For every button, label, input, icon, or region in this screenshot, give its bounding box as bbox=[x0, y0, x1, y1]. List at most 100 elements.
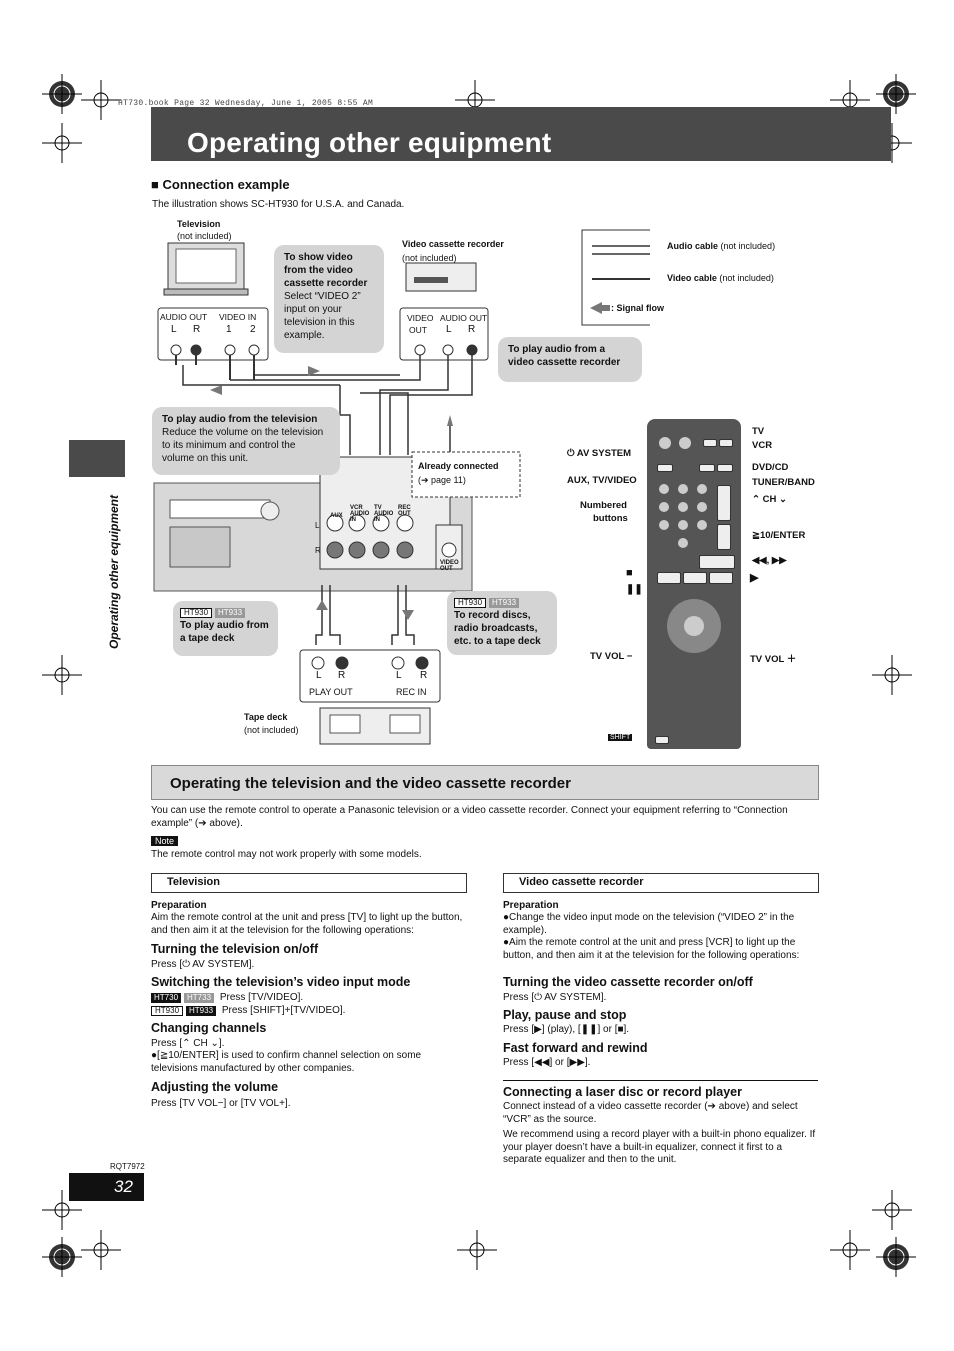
tape-rec-in: REC IN bbox=[396, 687, 427, 697]
vcr-ff: Press [◀◀] or [▶▶]. bbox=[503, 1057, 591, 1068]
bubble-show-video-body: Select “VIDEO 2” input on your televisio… bbox=[284, 291, 361, 341]
unit-vcr-audio-in-label: VCR AUDIO IN bbox=[350, 505, 370, 523]
tv-input-2: Press [SHIFT]+[TV/VIDEO]. bbox=[221, 1005, 346, 1016]
tv-key bbox=[703, 439, 717, 447]
side-label-text: Operating other equipment bbox=[107, 495, 121, 650]
unit-jack-l: L bbox=[315, 521, 320, 530]
bubble-tape-rec-text: To record discs, radio broadcasts, etc. … bbox=[454, 610, 541, 647]
tag-ht930: HT930 bbox=[454, 598, 487, 608]
callout-ten-enter: ≧10/ENTER bbox=[752, 530, 806, 541]
tv-input-heading: Switching the television’s video input m… bbox=[151, 975, 411, 989]
callout-tv-vol-plus: TV VOL ＋ bbox=[750, 654, 797, 665]
bubble-show-video-title: To show video from the video cassette re… bbox=[284, 252, 368, 289]
skip-rew-ff-keys bbox=[699, 555, 735, 569]
callout-play: ▶ bbox=[750, 572, 759, 584]
tape-play-out: PLAY OUT bbox=[309, 687, 353, 697]
callout-av-system: ⏻ AV SYSTEM bbox=[567, 448, 631, 459]
callout-vcr: VCR bbox=[752, 440, 773, 451]
num-6-button bbox=[697, 502, 707, 512]
side-label: Operating other equipment bbox=[104, 487, 122, 657]
section-title-bar: Operating the television and the video c… bbox=[151, 765, 819, 800]
laser-text-2: We recommend using a record player with … bbox=[503, 1129, 816, 1165]
tv-jack-r: R bbox=[193, 324, 201, 335]
callout-tuner-band: TUNER/BAND bbox=[752, 477, 815, 488]
tag-ht730: HT730 bbox=[151, 993, 182, 1003]
tag-ht933: HT933 bbox=[215, 608, 246, 618]
tag-ht933: HT933 bbox=[489, 598, 520, 608]
note-label: Note bbox=[151, 836, 179, 846]
tag-ht930: HT930 bbox=[151, 1006, 184, 1016]
tv-jack-1: 1 bbox=[226, 324, 232, 335]
legend-video-cable-label: Video cable bbox=[667, 273, 717, 283]
already-connected: Already connected bbox=[418, 461, 499, 471]
tv-drawing bbox=[163, 242, 249, 296]
callout-tv: TV bbox=[752, 426, 765, 437]
bubble-vcr-audio: To play audio from a video cassette reco… bbox=[498, 337, 642, 382]
note-text: The remote control may not work properly… bbox=[151, 849, 422, 860]
vcr-prep-label: Preparation bbox=[503, 900, 559, 911]
section-intro: You can use the remote control to operat… bbox=[151, 805, 788, 829]
tape-jack-l2: L bbox=[396, 670, 402, 681]
num-0-button bbox=[678, 538, 688, 548]
av-system-button bbox=[659, 437, 671, 449]
num-7-button bbox=[659, 520, 669, 530]
tv-audio-out-label: AUDIO OUT bbox=[160, 312, 208, 322]
tape-label: Tape deck bbox=[244, 712, 288, 722]
tv-on-off-heading: Turning the television on/off bbox=[151, 942, 319, 956]
tape-jack-l: L bbox=[316, 670, 322, 681]
side-tab bbox=[69, 440, 125, 477]
bubble-tv-audio-title: To play audio from the television bbox=[162, 414, 318, 425]
tv-video-in-label: VIDEO IN bbox=[219, 312, 257, 322]
print-slug: HT730.book Page 32 Wednesday, June 1, 20… bbox=[118, 99, 374, 108]
power-button bbox=[679, 437, 691, 449]
laser-text-1: Connect instead of a video cassette reco… bbox=[503, 1101, 798, 1125]
vcr-ff-heading: Fast forward and rewind bbox=[503, 1041, 648, 1055]
tv-jack-l: L bbox=[171, 324, 177, 335]
callout-ch: ⌃ CH ⌄ bbox=[752, 494, 787, 505]
laser-heading: Connecting a laser disc or record player bbox=[503, 1085, 742, 1099]
bubble-vcr-audio-text: To play audio from a video cassette reco… bbox=[508, 344, 621, 368]
vcr-out-label: OUT bbox=[409, 325, 427, 335]
tape-jack-r2: R bbox=[420, 670, 428, 681]
tv-volume-heading: Adjusting the volume bbox=[151, 1080, 279, 1094]
callout-shift: SHIFT bbox=[608, 734, 633, 741]
unit-jack-r: R bbox=[315, 546, 321, 555]
legend-video-cable: Video cable (not included) bbox=[667, 273, 774, 284]
num-2-button bbox=[678, 484, 688, 494]
remote-control bbox=[647, 419, 741, 749]
tape-deck-drawing bbox=[319, 707, 431, 745]
registration-mark bbox=[872, 1190, 912, 1230]
registration-mark bbox=[42, 74, 82, 114]
unit-video-out-label: VIDEO OUT bbox=[440, 560, 459, 572]
tag-ht733: HT733 bbox=[184, 993, 215, 1003]
vcr-key bbox=[719, 439, 733, 447]
tv-box-heading: Television bbox=[151, 873, 467, 893]
num-4-button bbox=[659, 502, 669, 512]
vcr-prep-1: ●Change the video input mode on the tele… bbox=[503, 912, 795, 936]
registration-mark bbox=[876, 1237, 916, 1277]
callout-buttons: buttons bbox=[593, 513, 628, 524]
aux-key bbox=[657, 464, 673, 472]
num-5-button bbox=[678, 502, 688, 512]
registration-mark bbox=[42, 123, 82, 163]
registration-mark bbox=[872, 655, 912, 695]
vcr-box-heading: Video cassette recorder bbox=[503, 873, 819, 893]
connection-heading-text: Connection example bbox=[162, 177, 290, 192]
tape-note: (not included) bbox=[244, 725, 299, 735]
num-9-button bbox=[697, 520, 707, 530]
tv-label: Television bbox=[177, 219, 221, 229]
section-title: Operating the television and the video c… bbox=[170, 775, 571, 792]
bubble-tv-audio: To play audio from the television Reduce… bbox=[152, 407, 340, 475]
registration-mark bbox=[42, 1237, 82, 1277]
registration-mark bbox=[457, 1230, 497, 1270]
legend-signal-flow: : Signal flow bbox=[611, 303, 664, 313]
vcr-jack-r: R bbox=[468, 324, 476, 335]
registration-mark bbox=[830, 1230, 870, 1270]
enter-button bbox=[684, 616, 704, 636]
vcr-note: (not included) bbox=[402, 253, 457, 263]
vcr-jack-l: L bbox=[446, 324, 452, 335]
tv-prep: Aim the remote control at the unit and p… bbox=[151, 912, 463, 936]
divider bbox=[503, 1080, 818, 1081]
vcr-on-off-heading: Turning the video cassette recorder on/o… bbox=[503, 975, 753, 989]
